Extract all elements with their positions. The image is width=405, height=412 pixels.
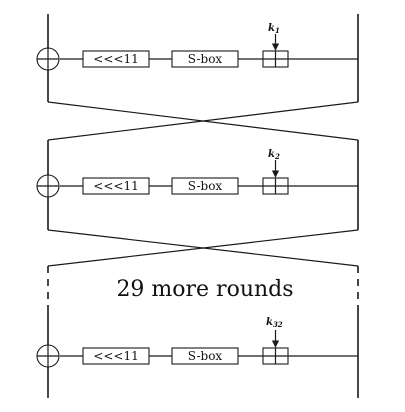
sbox-label: S-box — [188, 349, 223, 363]
xor-icon — [36, 47, 60, 71]
swap-crossing-2 — [47, 229, 359, 267]
modular-adder-icon — [262, 50, 289, 68]
key-label: k2 — [268, 149, 280, 161]
key-label: k1 — [268, 23, 280, 35]
xor-icon — [36, 174, 60, 198]
swap-crossing-1 — [47, 101, 359, 141]
key-letter: k — [268, 23, 275, 34]
key-subscript: 32 — [273, 320, 283, 329]
rotate-label: <<<11 — [93, 52, 138, 66]
rounds-gap: 29 more rounds — [47, 266, 359, 310]
key-letter: k — [268, 149, 275, 160]
rotate-label: <<<11 — [93, 349, 138, 363]
key-subscript: 1 — [275, 26, 280, 35]
round-1: <<<11 S-box k1 — [36, 14, 359, 102]
rotate-label: <<<11 — [93, 179, 138, 193]
sbox-label: S-box — [188, 179, 223, 193]
rotate-box — [82, 177, 150, 195]
key-subscript: 2 — [274, 152, 280, 161]
rotate-box — [82, 347, 150, 365]
sbox-label: S-box — [188, 52, 223, 66]
rotate-box — [82, 50, 150, 68]
round-32: <<<11 S-box k32 — [36, 310, 359, 398]
sbox-box — [171, 177, 239, 195]
key-letter: k — [266, 317, 273, 328]
round-2: <<<11 S-box k2 — [36, 140, 359, 230]
gap-note: 29 more rounds — [116, 277, 293, 302]
sbox-box — [171, 347, 239, 365]
key-label: k32 — [266, 317, 283, 329]
modular-adder-icon — [262, 347, 289, 365]
modular-adder-icon — [262, 177, 289, 195]
sbox-box — [171, 50, 239, 68]
xor-icon — [36, 344, 60, 368]
